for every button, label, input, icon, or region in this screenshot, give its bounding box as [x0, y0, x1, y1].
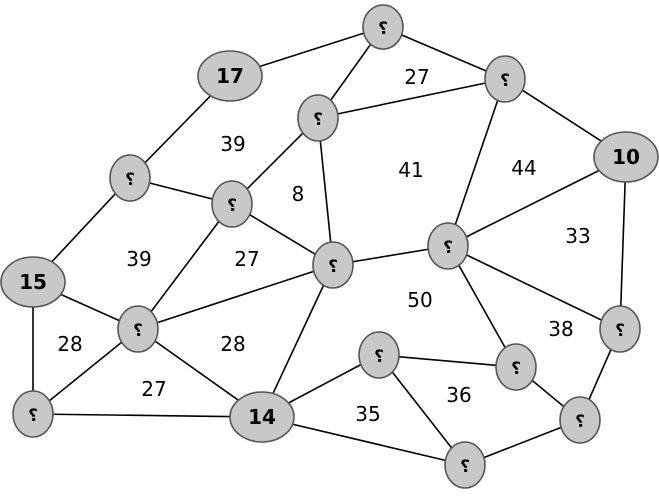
edge-n9-n14	[447, 245, 517, 368]
edge-n5-n12	[619, 156, 627, 330]
face-label: 50	[407, 288, 432, 312]
node-circle	[427, 222, 469, 270]
node-circle	[495, 343, 537, 391]
node-circle	[109, 154, 151, 202]
node-circle	[197, 50, 263, 102]
node-circle	[117, 305, 159, 353]
node-label: ؟	[378, 19, 388, 39]
node-circle	[362, 4, 404, 50]
node-circle	[12, 390, 54, 438]
edge-n11-n8	[137, 264, 334, 330]
node-label: ؟	[615, 321, 625, 341]
node-label: ؟	[460, 457, 470, 477]
node-circle	[312, 241, 354, 289]
node-n8: ؟	[312, 241, 354, 289]
edge-n13-n18	[378, 354, 466, 466]
face-label: 27	[234, 247, 259, 271]
face-label: 27	[141, 377, 166, 401]
edge-n16-n18	[261, 416, 466, 466]
node-label: ؟	[511, 359, 521, 379]
node-n1: ؟	[362, 4, 404, 50]
edge-n9-n12	[447, 245, 621, 330]
face-label: 35	[355, 402, 380, 426]
node-label: 17	[216, 64, 244, 88]
node-n15: ؟	[12, 390, 54, 438]
node-label: ؟	[313, 110, 323, 130]
edge-n4-n9	[447, 78, 506, 247]
node-circle	[358, 331, 400, 379]
node-n14: ؟	[495, 343, 537, 391]
face-label: 27	[404, 65, 429, 89]
edge-n4-n3	[317, 78, 506, 119]
face-label: 28	[57, 332, 82, 356]
node-n13: ؟	[358, 331, 400, 379]
node-circle	[211, 180, 253, 228]
node-label: 14	[248, 405, 276, 429]
node-circle	[0, 256, 66, 308]
face-label: 33	[565, 224, 590, 248]
edge-n3-n8	[317, 117, 334, 266]
node-circle	[599, 305, 641, 353]
edge-n16-n15	[32, 413, 263, 418]
face-label: 39	[126, 247, 151, 271]
node-label: 10	[612, 145, 640, 169]
node-n5: 10	[593, 131, 659, 183]
node-n2: 17	[197, 50, 263, 102]
node-label: ؟	[500, 71, 510, 91]
edge-n5-n9	[447, 156, 627, 247]
node-label: ؟	[125, 170, 135, 190]
node-n3: ؟	[297, 94, 339, 142]
node-n9: ؟	[427, 222, 469, 270]
node-label: ؟	[133, 321, 143, 341]
node-label: ؟	[575, 412, 585, 432]
node-label: ؟	[443, 238, 453, 258]
node-n17: ؟	[559, 396, 601, 444]
node-n7: ؟	[211, 180, 253, 228]
node-n16: 14	[229, 391, 295, 443]
node-label: ؟	[328, 257, 338, 277]
node-circle	[559, 396, 601, 444]
face-label: 44	[511, 156, 536, 180]
node-n4: ؟	[484, 55, 526, 103]
node-n12: ؟	[599, 305, 641, 353]
node-label: ؟	[374, 347, 384, 367]
face-label: 39	[220, 132, 245, 156]
node-circle	[593, 131, 659, 183]
node-label: ؟	[28, 406, 38, 426]
node-label: 15	[19, 270, 47, 294]
node-circle	[229, 391, 295, 443]
node-n11: ؟	[117, 305, 159, 353]
node-n6: ؟	[109, 154, 151, 202]
face-label: 41	[398, 158, 423, 182]
face-label: 8	[292, 182, 305, 206]
edge-n7-n11	[137, 203, 233, 330]
node-n18: ؟	[444, 441, 486, 489]
face-label: 28	[220, 332, 245, 356]
face-labels-layer: 27 39 8 41 44 33 39 27 50 38 28 28 27 36…	[57, 65, 590, 426]
face-label: 38	[548, 317, 573, 341]
node-label: ؟	[227, 196, 237, 216]
face-label: 36	[446, 383, 471, 407]
edge-n13-n14	[378, 354, 517, 368]
edge-n1-n4	[382, 26, 506, 80]
node-n10: 15	[0, 256, 66, 308]
edge-n8-n16	[261, 264, 334, 418]
node-circle	[484, 55, 526, 103]
edge-n11-n15	[32, 328, 139, 415]
nodes-layer: ؟ 17 ؟ ؟ 10 ؟ ؟ ؟ ؟ 15 ؟ ؟ ؟ ؟ ؟ 14 ؟ ؟	[0, 4, 659, 489]
node-circle	[297, 94, 339, 142]
node-circle	[444, 441, 486, 489]
